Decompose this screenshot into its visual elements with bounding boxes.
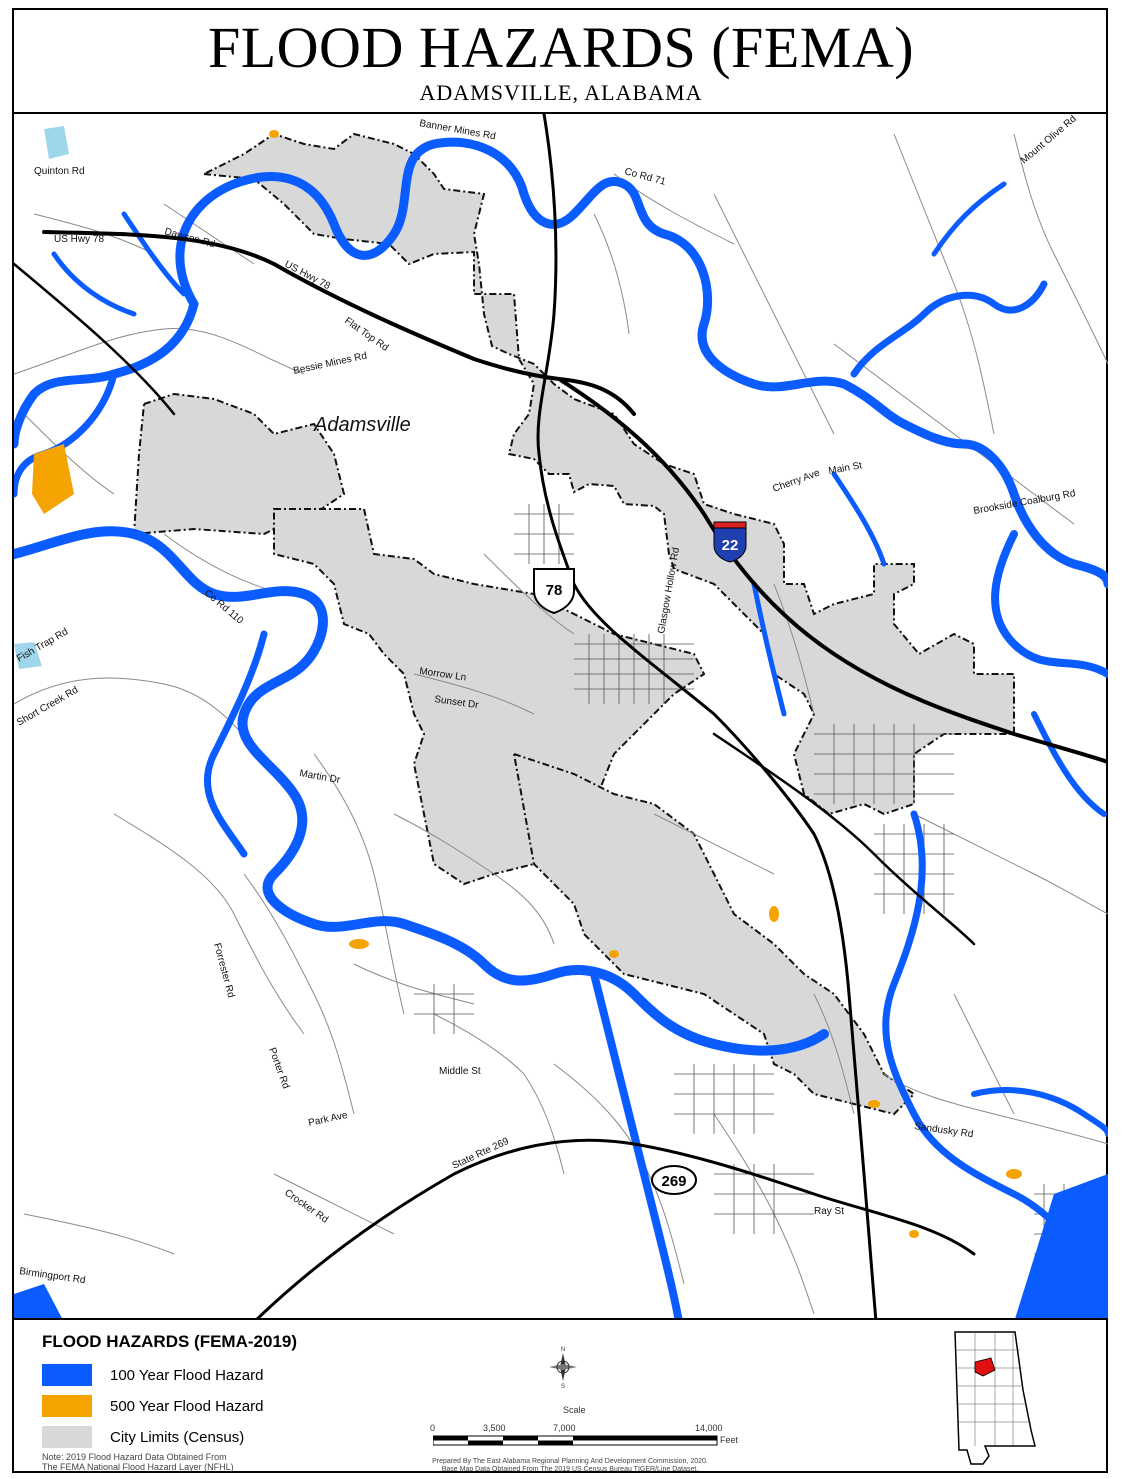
us-78-highway <box>42 230 636 416</box>
river-creek-5 <box>121 211 187 297</box>
us78-shield-label: 78 <box>546 582 563 599</box>
river-creek-2 <box>831 471 887 567</box>
data-note: Note: 2019 Flood Hazard Data Obtained Fr… <box>42 1452 342 1472</box>
legend-title: FLOOD HAZARDS (FEMA-2019) <box>42 1332 298 1351</box>
flood-500yr <box>32 130 1022 1238</box>
state-rte-4 <box>536 114 878 1318</box>
label-middle-st: Middle St <box>439 1066 481 1077</box>
credit-text: Prepared By The East Alabama Regional Pl… <box>360 1458 780 1474</box>
label-birmingport-rd: Birmingport Rd <box>19 1266 87 1286</box>
state-rte-269 <box>256 1138 976 1318</box>
scale-tick-0: 0 <box>430 1423 436 1433</box>
us78-shield: 78 <box>533 568 575 615</box>
label-sandusky-rd: Sandusky Rd <box>914 1121 974 1140</box>
label-us-hwy-78-b: US Hwy 78 <box>283 259 333 292</box>
river-creek-1 <box>751 581 787 717</box>
river-east-3 <box>971 1087 1108 1137</box>
scale-label: Scale <box>563 1405 586 1415</box>
legend-swatch-500yr <box>42 1395 92 1417</box>
river-east-2 <box>882 810 1108 1298</box>
i22-shield-label: 22 <box>722 537 739 554</box>
river-main <box>175 137 1108 589</box>
page-title: FLOOD HAZARDS (FEMA) <box>207 15 915 80</box>
label-us-hwy-78: US Hwy 78 <box>54 234 104 245</box>
scale-unit: Feet <box>720 1435 739 1445</box>
lakes <box>14 126 69 669</box>
data-note-line-2: The FEMA National Flood Hazard Layer (NF… <box>42 1462 234 1472</box>
river-west <box>14 299 199 449</box>
legend-item-500yr: 500 Year Flood Hazard <box>42 1394 263 1418</box>
compass-rose-icon: N S <box>549 1347 577 1389</box>
label-porter-rd: Porter Rd <box>266 1046 291 1090</box>
river-creek-6 <box>1031 711 1107 817</box>
data-note-line-1: Note: 2019 Flood Hazard Data Obtained Fr… <box>42 1452 227 1462</box>
sr269-shield-label: 269 <box>661 1173 686 1190</box>
label-cherry-ave: Cherry Ave <box>771 467 821 494</box>
compass-s: S <box>561 1384 565 1389</box>
label-short-creek-rd: Short Creek Rd <box>15 685 80 729</box>
river-creek-4 <box>51 251 137 317</box>
legend-label-500yr: 500 Year Flood Hazard <box>110 1397 264 1415</box>
legend-swatch-city-limits <box>42 1426 92 1448</box>
legend-label-city-limits: City Limits (Census) <box>110 1428 245 1446</box>
city-label: Adamsville <box>313 414 411 436</box>
river-south <box>590 970 683 1318</box>
scale-tick-3: 14,000 <box>695 1423 723 1433</box>
city-limits <box>132 132 1015 1116</box>
label-main-st: Main St <box>828 460 864 477</box>
city-limits-south <box>512 752 916 1116</box>
jefferson-county-highlight <box>974 1357 996 1377</box>
river-lower <box>14 526 829 1056</box>
legend-swatch-100yr <box>42 1364 92 1386</box>
label-martin-dr: Martin Dr <box>298 768 341 786</box>
label-ray-st: Ray St <box>814 1206 844 1217</box>
label-park-ave: Park Ave <box>307 1110 349 1129</box>
legend-label-100yr: 100 Year Flood Hazard <box>110 1366 264 1384</box>
label-quinton-rd: Quinton Rd <box>34 166 85 177</box>
river-lower-2 <box>203 630 268 858</box>
map-frame <box>12 8 1108 1473</box>
credit-line-2: Base Map Data Obtained From The 2019 US … <box>441 1466 699 1473</box>
flood-100yr <box>14 137 1108 1318</box>
legend-item-city-limits: City Limits (Census) <box>42 1425 244 1449</box>
flood-100yr-fills <box>14 1174 1108 1318</box>
river-east <box>991 530 1108 678</box>
legend-item-100yr: 100 Year Flood Hazard <box>42 1363 263 1387</box>
credit-line-1: Prepared By The East Alabama Regional Pl… <box>432 1458 708 1465</box>
scale-bar-graphic <box>433 1435 718 1446</box>
major-highways <box>14 114 1108 1318</box>
city-limits-west <box>132 392 346 536</box>
river-north-arm <box>850 280 1048 378</box>
page-subtitle: ADAMSVILLE, ALABAMA <box>419 80 703 105</box>
i22-shield: 22 <box>713 521 747 563</box>
scale-tick-2: 7,000 <box>553 1423 576 1433</box>
scale-bar: Scale 0 3,500 7,000 14,000 Feet <box>425 1405 745 1446</box>
label-bessie-mines-rd: Bessie Mines Rd <box>292 351 368 377</box>
label-forrester-rd: Forrester Rd <box>211 942 236 999</box>
compass-n: N <box>561 1347 565 1353</box>
label-mount-olive-rd: Mount Olive Rd <box>1019 114 1079 166</box>
sr269-shield: 269 <box>651 1165 697 1195</box>
city-limits-main <box>200 132 1015 816</box>
river-creek-3 <box>931 181 1007 257</box>
map-area[interactable]: 78 22 269 US Hwy 78 US Hwy 78 Flat Top R… <box>14 112 1108 1320</box>
western-road <box>14 262 176 416</box>
scale-tick-1: 3,500 <box>483 1423 506 1433</box>
alabama-inset-map <box>954 1331 1036 1465</box>
i-22-highway <box>557 377 1108 764</box>
map-canvas: 78 22 269 US Hwy 78 US Hwy 78 Flat Top R… <box>14 114 1108 1318</box>
label-crocker-rd: Crocker Rd <box>282 1187 330 1225</box>
label-glasgow-hollow-rd: Glasgow Hollow Rd <box>656 547 682 635</box>
us-78-east <box>712 732 976 946</box>
